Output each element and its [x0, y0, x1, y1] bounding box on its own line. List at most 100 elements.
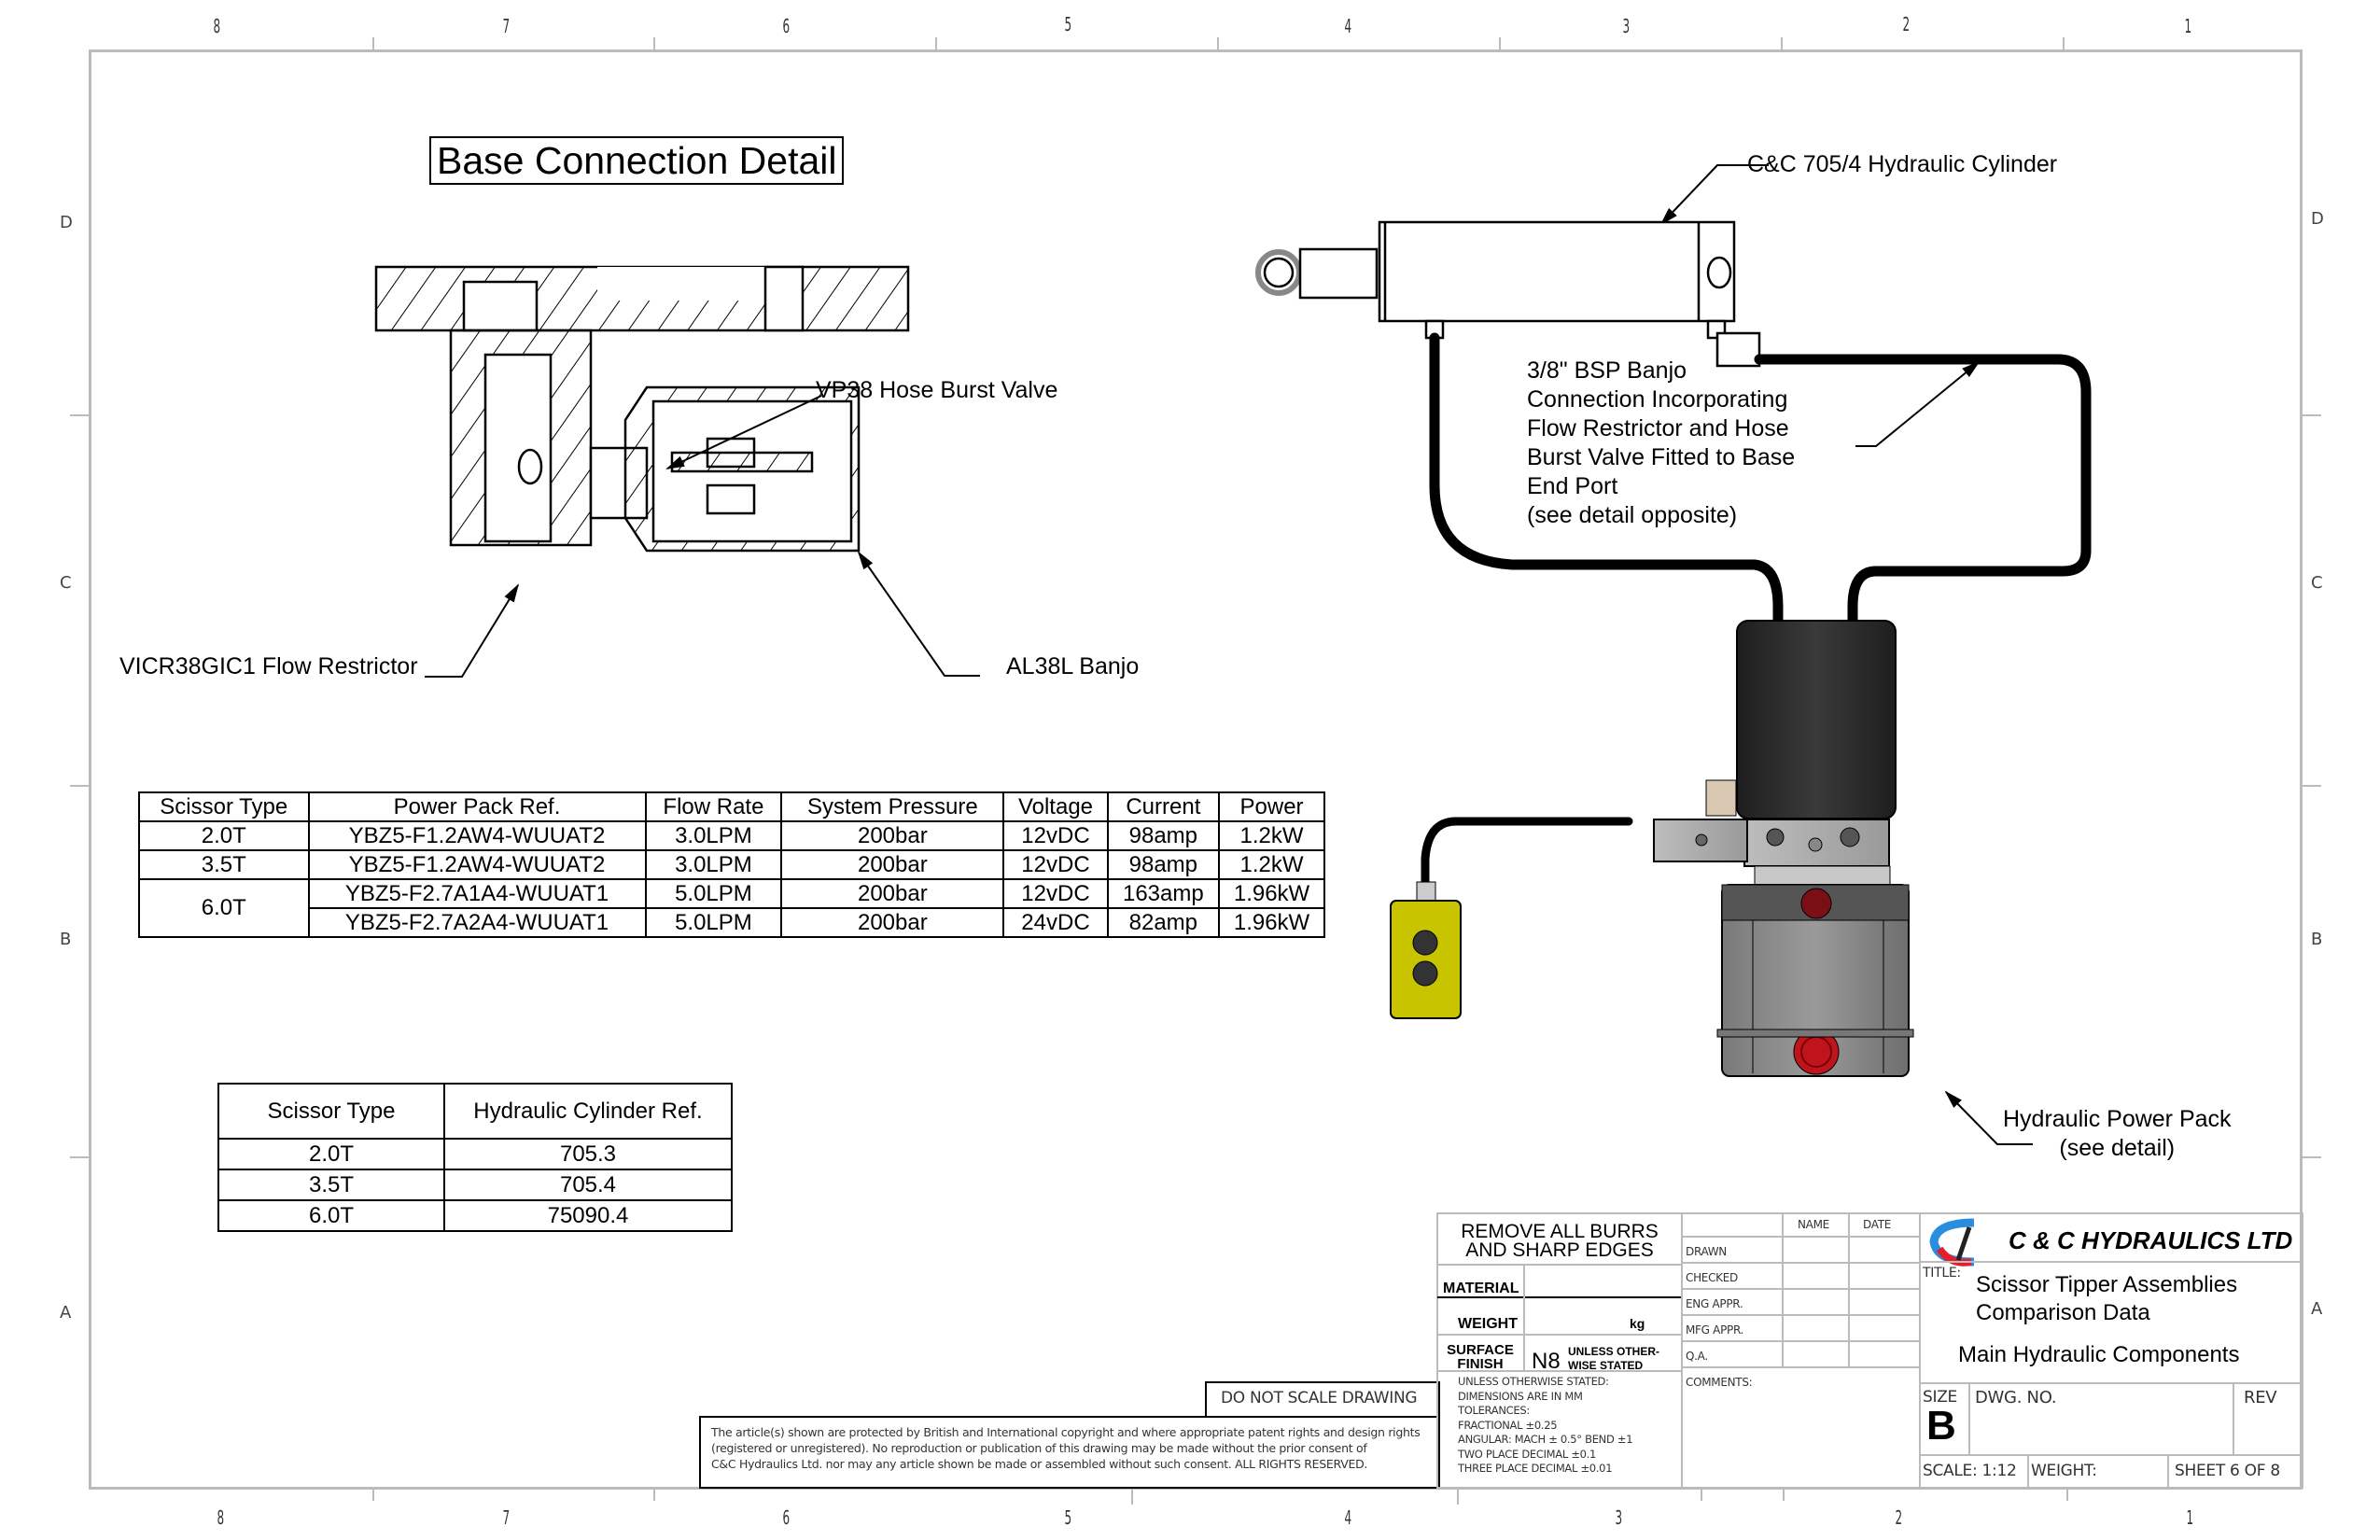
- tolerance-line: ANGULAR: MACH ± 0.5° BEND ±1: [1458, 1433, 1633, 1446]
- zone-number: 2: [1895, 1506, 1903, 1529]
- surface-finish-note: UNLESS OTHER- WISE STATED: [1568, 1345, 1659, 1373]
- cell-flow: 5.0LPM: [644, 907, 783, 938]
- zone-number: 2: [1902, 13, 1911, 35]
- table-row: YBZ5-F2.7A2A4-WUUAT1 5.0LPM 200bar 24vDC…: [139, 907, 1325, 938]
- power-pack-title: Hydraulic Power Pack: [2003, 1106, 2232, 1132]
- zone-number: 7: [502, 1506, 511, 1529]
- cell-ref: YBZ5-F1.2AW4-WUUAT2: [307, 849, 647, 880]
- cell-power: 1.96kW: [1218, 907, 1325, 938]
- cell-current: 82amp: [1106, 907, 1221, 938]
- col-header: Voltage: [1002, 791, 1109, 822]
- zone-letter: A: [2311, 1299, 2323, 1319]
- cell-pressure: 200bar: [780, 878, 1005, 909]
- col-header: Power: [1218, 791, 1325, 822]
- cell-flow: 3.0LPM: [644, 849, 783, 880]
- cell-type: 2.0T: [217, 1138, 445, 1170]
- surface-note-line: UNLESS OTHER-: [1568, 1345, 1660, 1358]
- note-line: Connection Incorporating: [1527, 386, 1788, 413]
- note-line: (see detail opposite): [1527, 502, 1738, 528]
- cell-ref: YBZ5-F2.7A1A4-WUUAT1: [307, 878, 647, 909]
- burrs-note: REMOVE ALL BURRS AND SHARP EDGES: [1437, 1222, 1682, 1260]
- col-header: Current: [1106, 791, 1221, 822]
- approvals-name-header: NAME: [1798, 1218, 1829, 1231]
- approvals-date-header: DATE: [1863, 1218, 1892, 1231]
- tolerances-note: UNLESS OTHERWISE STATED: DIMENSIONS ARE …: [1458, 1375, 1633, 1477]
- label-banjo: AL38L Banjo: [1006, 653, 1140, 679]
- cell-ref: 705.3: [443, 1138, 733, 1170]
- cell-voltage: 12vDC: [1002, 820, 1109, 851]
- approval-mfg[interactable]: MFG APPR.: [1686, 1323, 1744, 1337]
- cell-type: 2.0T: [138, 820, 310, 851]
- note-line: Burst Valve Fitted to Base: [1527, 444, 1796, 470]
- title-line: Scissor Tipper Assemblies: [1976, 1272, 2238, 1297]
- cell-type: 6.0T: [217, 1199, 445, 1232]
- zone-ticks: [70, 37, 2321, 1505]
- weight-field: WEIGHT:: [2031, 1462, 2097, 1480]
- dwg-no-label: DWG. NO.: [1975, 1388, 2057, 1407]
- zone-letter: A: [60, 1303, 72, 1323]
- zone-number: 5: [1064, 1506, 1072, 1529]
- note-line: 3/8" BSP Banjo: [1527, 357, 1687, 384]
- table-header-row: Scissor Type Power Pack Ref. Flow Rate S…: [138, 791, 1325, 822]
- cell-current: 98amp: [1106, 820, 1221, 851]
- zone-letter: B: [60, 930, 72, 949]
- table-row: 3.5T YBZ5-F1.2AW4-WUUAT2 3.0LPM 200bar 1…: [138, 849, 1325, 880]
- cell-ref: YBZ5-F1.2AW4-WUUAT2: [307, 820, 647, 851]
- col-header: Hydraulic Cylinder Ref.: [443, 1083, 733, 1140]
- cell-flow: 5.0LPM: [644, 878, 783, 909]
- weight-unit: kg: [1630, 1316, 1645, 1331]
- zone-number: 5: [1064, 13, 1072, 35]
- zone-letter: C: [60, 573, 72, 593]
- hydraulic-power-pack: [1653, 620, 1914, 1077]
- power-pack-table: Scissor Type Power Pack Ref. Flow Rate S…: [138, 791, 1325, 938]
- zone-letter: D: [60, 213, 73, 232]
- col-header: Flow Rate: [644, 791, 783, 822]
- surface-finish-value: N8: [1532, 1349, 1561, 1374]
- approval-checked[interactable]: CHECKED: [1686, 1271, 1738, 1284]
- hydraulic-cylinder: [1255, 220, 1761, 368]
- cell-ref: 705.4: [443, 1169, 733, 1201]
- banjo-connection-note: 3/8" BSP Banjo Connection Incorporating …: [1527, 357, 1795, 530]
- cell-ref: YBZ5-F2.7A2A4-WUUAT1: [307, 907, 647, 938]
- drawing-title: Scissor Tipper Assemblies Comparison Dat…: [1976, 1271, 2237, 1327]
- detail-leaders: [425, 164, 2033, 1145]
- zone-number: 4: [1344, 15, 1352, 37]
- title-label: TITLE:: [1923, 1266, 1961, 1281]
- zone-number: 3: [1622, 15, 1631, 37]
- col-header: Scissor Type: [217, 1083, 445, 1140]
- table-row: 2.0T YBZ5-F1.2AW4-WUUAT2 3.0LPM 200bar 1…: [138, 820, 1325, 851]
- detail-title: Base Connection Detail: [429, 136, 845, 185]
- zone-number: 1: [2186, 1506, 2194, 1529]
- cell-voltage: 12vDC: [1002, 849, 1109, 880]
- approval-eng[interactable]: ENG APPR.: [1686, 1297, 1743, 1310]
- approval-drawn[interactable]: DRAWN: [1686, 1245, 1727, 1258]
- zone-letter: B: [2311, 930, 2323, 949]
- size-label: SIZE: [1923, 1388, 1957, 1407]
- approval-qa[interactable]: Q.A.: [1686, 1350, 1708, 1363]
- cell-type: 3.5T: [138, 849, 310, 880]
- sheet-number: SHEET 6 OF 8: [2175, 1462, 2280, 1480]
- tolerance-line: DIMENSIONS ARE IN MM: [1458, 1389, 1583, 1403]
- zone-number: 3: [1615, 1506, 1623, 1529]
- note-line: End Port: [1527, 473, 1618, 499]
- cell-type: 6.0T: [138, 878, 310, 938]
- table-header-row: Scissor Type Hydraulic Cylinder Ref.: [217, 1083, 733, 1140]
- cell-pressure: 200bar: [780, 820, 1005, 851]
- tolerance-line: TWO PLACE DECIMAL ±0.1: [1458, 1447, 1597, 1461]
- scale-value: SCALE: 1:12: [1923, 1462, 2017, 1480]
- do-not-scale-note: DO NOT SCALE DRAWING: [1221, 1389, 1418, 1407]
- size-value: B: [1926, 1403, 1956, 1449]
- surface-finish-label: SURFACE FINISH: [1439, 1343, 1521, 1371]
- company-name: C & C HYDRAULICS LTD: [2009, 1226, 2293, 1254]
- rev-label: REV: [2244, 1388, 2277, 1407]
- title-line: Comparison Data: [1976, 1300, 2150, 1325]
- power-pack-subtitle: (see detail): [2059, 1135, 2176, 1161]
- zone-number: 6: [782, 1506, 791, 1529]
- copyright-line: C&C Hydraulics Ltd. nor may any article …: [711, 1457, 1368, 1471]
- note-line: Flow Restrictor and Hose: [1527, 415, 1789, 441]
- table-row: 6.0T 75090.4: [217, 1199, 733, 1232]
- zone-number: 8: [213, 15, 221, 37]
- cell-pressure: 200bar: [780, 907, 1005, 938]
- tolerance-line: TOLERANCES:: [1458, 1404, 1530, 1417]
